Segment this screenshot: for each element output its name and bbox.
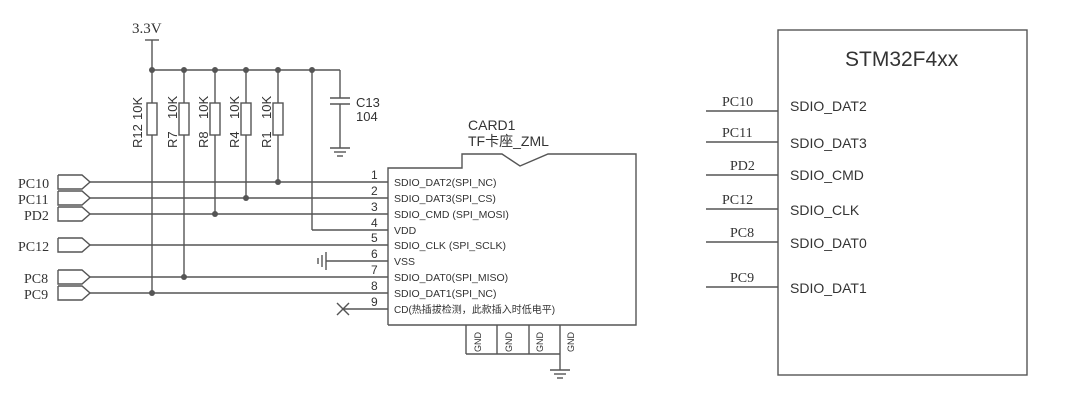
card-name: TF卡座_ZML xyxy=(468,133,549,149)
resistor-ref: R1 xyxy=(259,131,274,148)
port-label: PC11 xyxy=(18,193,49,208)
resistor-r1: R1 10K xyxy=(259,70,284,182)
mcu-pin-sdio-cmd: PD2 SDIO_CMD xyxy=(706,159,864,183)
gnd-label: GND xyxy=(473,332,483,353)
gnd-label: GND xyxy=(504,332,514,353)
pin-number: 3 xyxy=(371,200,378,214)
port-label: PC10 xyxy=(18,177,49,192)
resistor-r4: R4 10K xyxy=(227,70,252,198)
junction-dot xyxy=(275,179,281,185)
gnd-label: GND xyxy=(535,332,545,353)
mcu-net-label: PD2 xyxy=(730,159,755,174)
port-pc8: PC8 xyxy=(24,269,92,287)
gnd-label: GND xyxy=(566,332,576,353)
mcu-pin-label: SDIO_DAT2 xyxy=(790,98,867,114)
resistor-value: 10K xyxy=(196,96,211,119)
junction-dot xyxy=(212,211,218,217)
resistor-ref: R8 xyxy=(196,131,211,148)
pin-number: 9 xyxy=(371,295,378,309)
junction-dot xyxy=(181,274,187,280)
pin-label: SDIO_DAT3(SPI_CS) xyxy=(394,193,496,205)
pin-number: 7 xyxy=(371,263,378,277)
mcu-pin-label: SDIO_DAT1 xyxy=(790,280,867,296)
mcu-pin-sdio-dat3: PC11 SDIO_DAT3 xyxy=(706,126,867,151)
vss-ground-symbol xyxy=(317,252,366,270)
mcu-net-label: PC12 xyxy=(722,193,753,208)
pin-number: 5 xyxy=(371,231,378,245)
port-pc10: PC10 xyxy=(18,174,92,192)
junction-dot xyxy=(149,290,155,296)
port-pc9: PC9 xyxy=(24,285,92,303)
card-gnd-pins xyxy=(465,325,570,379)
resistor-value: 10K xyxy=(130,97,145,120)
port-pd2: PD2 xyxy=(24,206,92,224)
port-pc11: PC11 xyxy=(18,190,92,208)
resistor-r7: R7 10K xyxy=(165,70,190,277)
junction-dot xyxy=(243,195,249,201)
pin-label: SDIO_DAT2(SPI_NC) xyxy=(394,177,497,189)
supply-label: 3.3V xyxy=(132,21,162,37)
mcu-pin-sdio-dat2: PC10 SDIO_DAT2 xyxy=(706,95,867,114)
mcu-net-label: PC10 xyxy=(722,95,753,110)
resistor-r8: R8 10K xyxy=(196,70,221,214)
mcu-pin-sdio-dat0: PC8 SDIO_DAT0 xyxy=(706,226,867,251)
resistor-r12: R12 10K xyxy=(130,70,158,293)
mcu-pin-sdio-dat1: PC9 SDIO_DAT1 xyxy=(706,271,867,296)
resistor-value: 10K xyxy=(259,96,274,119)
pin-label: SDIO_DAT1(SPI_NC) xyxy=(394,288,497,300)
pin-label: SDIO_DAT0(SPI_MISO) xyxy=(394,272,508,284)
pin-number: 6 xyxy=(371,247,378,261)
pin-number: 1 xyxy=(371,168,378,182)
pin-number: 8 xyxy=(371,279,378,293)
capacitor-c13: C13 104 xyxy=(330,70,380,157)
port-pc12: PC12 xyxy=(18,237,92,255)
mcu-pin-label: SDIO_CMD xyxy=(790,167,864,183)
port-label: PC9 xyxy=(24,288,48,303)
mcu-pin-label: SDIO_CLK xyxy=(790,202,860,218)
resistor-ref: R12 xyxy=(130,124,145,148)
capacitor-value: 104 xyxy=(356,109,378,124)
resistor-ref: R7 xyxy=(165,131,180,148)
pin-label: SDIO_CLK (SPI_SCLK) xyxy=(394,240,506,252)
tf-card-connector: CARD1 TF卡座_ZML xyxy=(387,117,637,326)
mcu-pin-sdio-clk: PC12 SDIO_CLK xyxy=(706,193,860,218)
port-label: PC8 xyxy=(24,272,48,287)
pin-label: SDIO_CMD (SPI_MOSI) xyxy=(394,209,509,221)
pin-label: VSS xyxy=(394,256,415,268)
no-connect-marker xyxy=(336,302,366,316)
capacitor-ref: C13 xyxy=(356,95,380,110)
mcu-pin-label: SDIO_DAT0 xyxy=(790,235,867,251)
mcu-net-label: PC8 xyxy=(730,226,754,241)
pin-number: 2 xyxy=(371,184,378,198)
mcu-net-label: PC11 xyxy=(722,126,753,141)
mcu-block: STM32F4xx xyxy=(777,29,1028,376)
port-label: PC12 xyxy=(18,240,49,255)
pin-number: 4 xyxy=(371,216,378,230)
mcu-pin-label: SDIO_DAT3 xyxy=(790,135,867,151)
card-pin-stubs xyxy=(366,181,388,310)
port-label: PD2 xyxy=(24,209,49,224)
pin-label: CD(热插拔检测，此款插入时低电平) xyxy=(394,303,555,316)
pin-label: VDD xyxy=(394,225,417,237)
card-ref: CARD1 xyxy=(468,117,516,133)
resistor-value: 10K xyxy=(165,96,180,119)
signal-wires xyxy=(90,181,366,294)
mcu-net-label: PC9 xyxy=(730,271,754,286)
mcu-title: STM32F4xx xyxy=(845,48,959,71)
resistor-ref: R4 xyxy=(227,131,242,148)
resistor-value: 10K xyxy=(227,96,242,119)
